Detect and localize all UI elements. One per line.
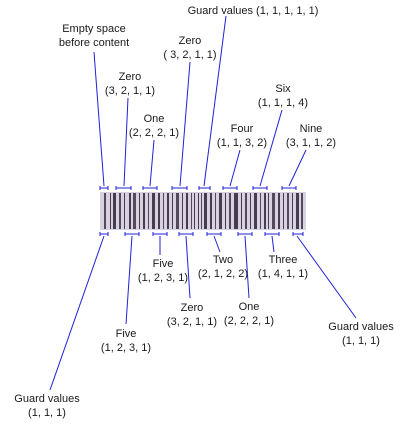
barcode-bar <box>198 193 199 229</box>
barcode-bar <box>215 193 216 229</box>
barcode-bar <box>110 193 111 229</box>
barcode-bar <box>245 193 247 229</box>
barcode-bar <box>176 193 179 229</box>
barcode-bar <box>254 193 257 229</box>
barcode-bar <box>143 193 145 229</box>
barcode-bar <box>167 193 169 229</box>
barcode-bar <box>260 193 261 229</box>
leader-lines <box>49 15 357 391</box>
barcode-bar <box>225 193 226 229</box>
barcode-bar <box>241 193 242 229</box>
barcode-bar <box>201 193 202 229</box>
leader-guard-left <box>49 235 105 391</box>
leader-four <box>229 149 241 187</box>
barcode-bar <box>124 193 125 229</box>
barcode-bar <box>210 193 212 229</box>
leader-guard-right <box>296 235 357 319</box>
barcode-bar <box>250 193 251 229</box>
barcode-bar <box>283 193 284 229</box>
barcode-bar <box>172 193 173 229</box>
barcode-bar <box>268 193 269 229</box>
barcode-bar <box>113 193 116 229</box>
leader-one-2 <box>244 235 250 299</box>
barcode-bar <box>139 193 140 229</box>
leader-zero-1 <box>123 97 129 187</box>
barcode-bars <box>104 193 303 229</box>
barcode-bar <box>264 193 266 229</box>
leader-zero-3 <box>185 235 191 299</box>
barcode-bar <box>272 193 275 229</box>
barcode-bar <box>182 193 183 229</box>
barcode-bar <box>278 193 280 229</box>
leader-five-1 <box>125 235 133 325</box>
barcode-bar <box>158 193 160 229</box>
barcode-bar <box>148 193 149 229</box>
segment-brackets <box>99 186 304 236</box>
barcode-bar <box>119 193 121 229</box>
barcode-bar <box>133 193 136 229</box>
barcode-bar <box>186 193 188 229</box>
leader-guard-center <box>203 15 227 187</box>
leader-nine <box>288 149 307 187</box>
barcode-bar <box>104 193 106 229</box>
barcode-bar <box>219 193 222 229</box>
barcode-bar <box>152 193 155 229</box>
barcode-bar <box>191 193 192 229</box>
barcode-bar <box>292 193 293 229</box>
leader-three <box>271 235 275 253</box>
leader-six <box>259 109 283 187</box>
barcode-bar <box>229 193 231 229</box>
leader-one-1 <box>149 139 155 187</box>
barcode-bar <box>163 193 164 229</box>
barcode-bar <box>204 193 207 229</box>
barcode-bar <box>287 193 289 229</box>
barcode-bar <box>194 193 195 229</box>
barcode-bar <box>129 193 131 229</box>
leader-zero-2 <box>179 61 191 187</box>
barcode-bar <box>301 193 303 229</box>
leader-two <box>213 235 221 253</box>
barcode-bar <box>234 193 238 229</box>
barcode-bar <box>296 193 299 229</box>
leader-empty-space <box>93 51 105 187</box>
